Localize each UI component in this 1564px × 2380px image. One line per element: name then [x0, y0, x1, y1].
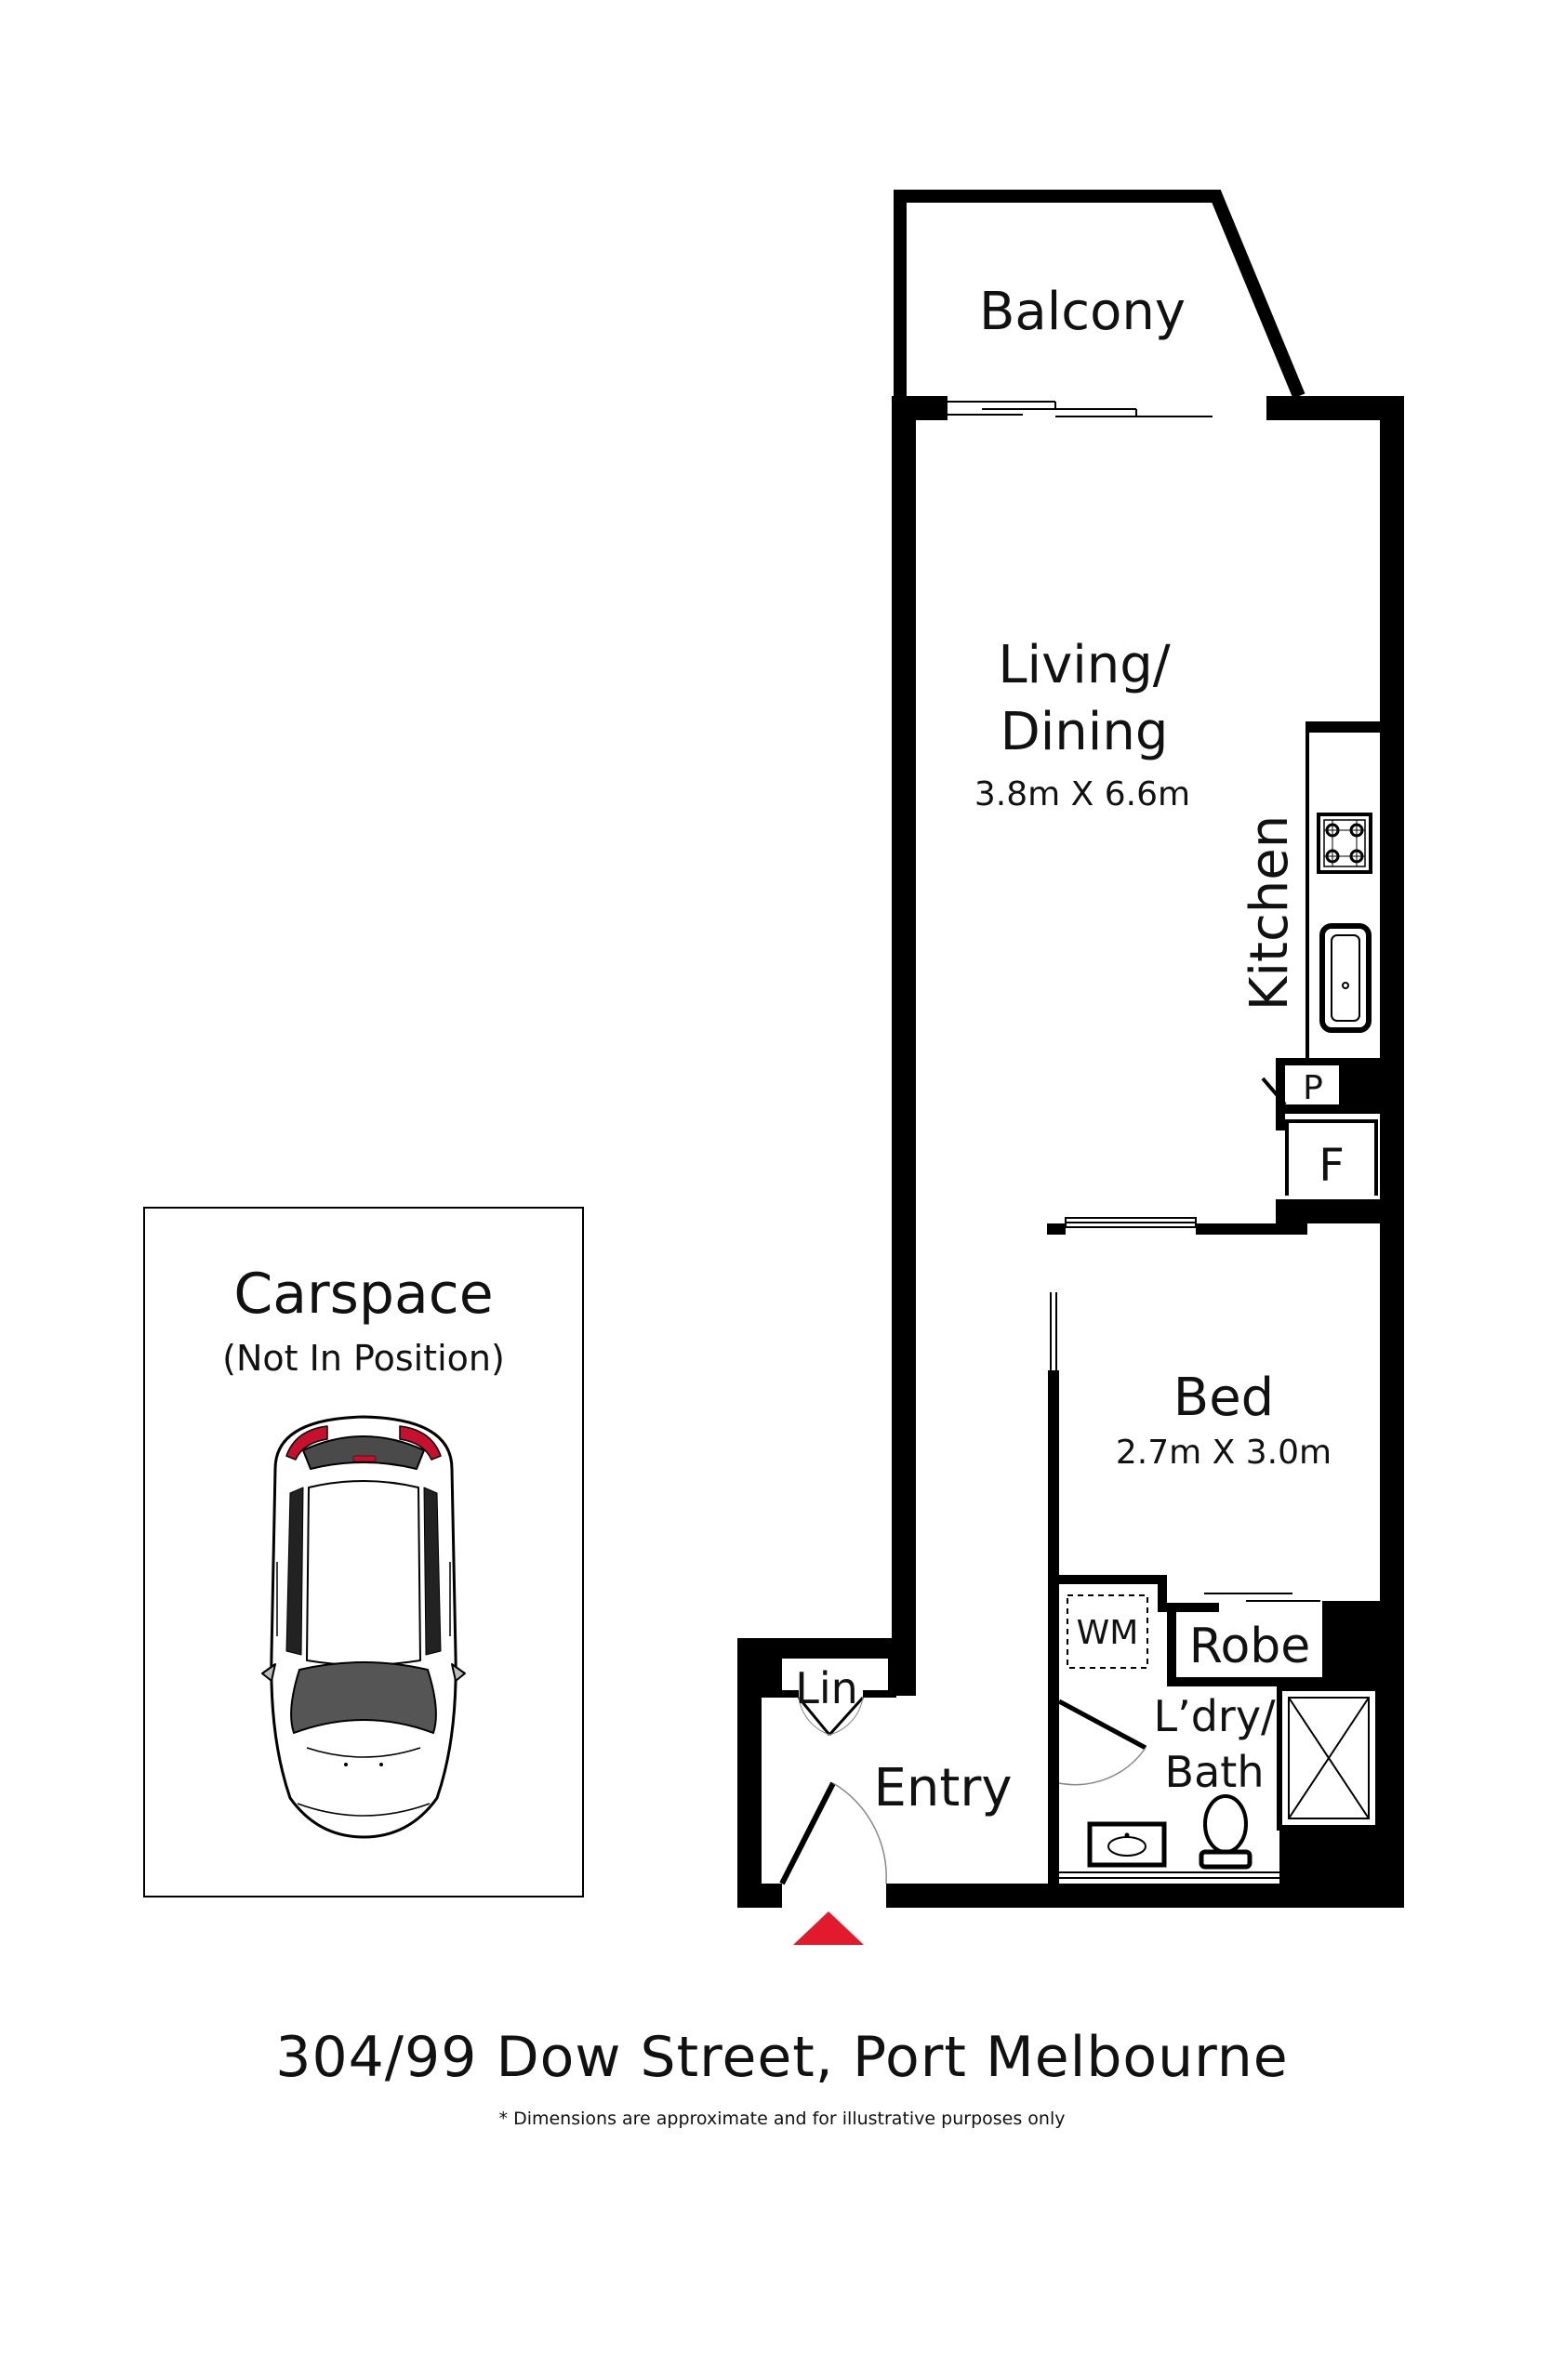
laundry-bottom-line [1059, 1871, 1279, 1879]
exterior-walls [737, 396, 1404, 1908]
toilet-icon [1199, 1794, 1253, 1870]
room-dimension-bed: 2.7m X 3.0m [1116, 1434, 1332, 1472]
room-dimension-living: 3.8m X 6.6m [974, 775, 1190, 813]
bedroom-window-line [1050, 1292, 1057, 1370]
room-label-living: Living/ [998, 635, 1170, 695]
robe-sliding-door [1204, 1593, 1320, 1602]
pantry-door [1261, 1077, 1287, 1106]
balcony-outline [894, 190, 1306, 399]
room-label-bath: Bath [1165, 1747, 1265, 1797]
entry-door [779, 1781, 887, 1885]
carspace-subtitle: (Not In Position) [222, 1338, 505, 1379]
room-label-linen: Lin [795, 1663, 858, 1713]
room-label-laundry: L’dry/ [1153, 1691, 1276, 1741]
property-address: 304/99 Dow Street, Port Melbourne [275, 2025, 1289, 2090]
bedroom-sliding-door [1065, 1217, 1197, 1228]
shower-icon [1277, 1686, 1381, 1831]
room-label-pantry: P [1303, 1069, 1323, 1107]
linen-doors [797, 1696, 865, 1737]
washing-machine-icon [1067, 1594, 1148, 1669]
room-label-balcony: Balcony [979, 282, 1186, 342]
balcony-sliding-door [948, 401, 1213, 417]
room-label-fridge: F [1319, 1140, 1345, 1192]
cooktop-icon [1317, 813, 1372, 874]
carspace-title: Carspace [233, 1262, 493, 1327]
room-label-wm: WM [1077, 1614, 1139, 1652]
room-label-kitchen: Kitchen [1239, 815, 1300, 1011]
car-icon [261, 1415, 466, 1839]
room-label-bed: Bed [1173, 1368, 1274, 1428]
disclaimer-text: * Dimensions are approximate and for ill… [498, 2109, 1066, 2129]
vanity-icon [1087, 1821, 1167, 1868]
interior-walls [762, 721, 1380, 1884]
room-label-robe: Robe [1189, 1619, 1311, 1674]
room-label-entry: Entry [874, 1758, 1013, 1818]
sink-icon [1319, 923, 1372, 1033]
entry-marker-icon [793, 1911, 864, 1945]
room-label-dining: Dining [1001, 702, 1169, 762]
laundry-door [1057, 1699, 1147, 1786]
carspace-box [143, 1207, 584, 1897]
